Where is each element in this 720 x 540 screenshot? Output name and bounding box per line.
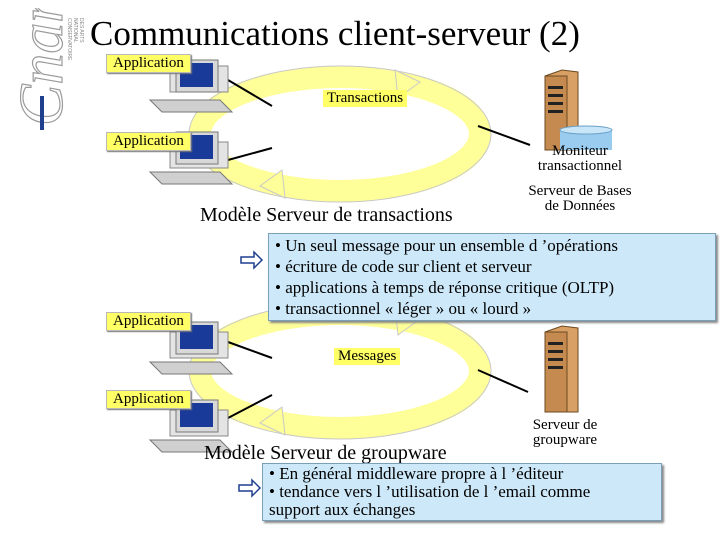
application-label-top: Application xyxy=(106,54,191,73)
bullet-item: • écriture de code sur client et serveur xyxy=(275,257,532,276)
database-icon xyxy=(559,125,613,150)
application-label-groupware-bottom: Application xyxy=(106,390,191,409)
middleware-label: Transactions xyxy=(323,90,408,107)
pointer-arrow-icon xyxy=(238,478,262,498)
middleware-label-groupware: Messages xyxy=(334,348,401,365)
bullet-item: • En général middleware propre à l ’édit… xyxy=(269,464,564,483)
server-label: Moniteur transactionnel xyxy=(537,143,623,174)
svg-text:CONSERVATOIRE: CONSERVATOIRE xyxy=(66,18,72,61)
server-icon-groupware xyxy=(544,325,579,413)
pointer-arrow-icon xyxy=(240,250,264,270)
bullet-item: • tendance vers l ’utilisation de l ’ema… xyxy=(269,482,591,501)
application-label-bottom: Application xyxy=(106,132,191,151)
database-label: Serveur de Bases de Données xyxy=(528,183,632,214)
model-title-groupware: Modèle Serveur de groupware xyxy=(204,442,447,464)
bullet-item: • Un seul message pour un ensemble d ’op… xyxy=(275,236,619,255)
page-title: Communications client-serveur (2) xyxy=(90,14,580,53)
svg-text:DES ARTS: DES ARTS xyxy=(78,18,84,43)
logo-text: Cnam xyxy=(8,8,76,126)
bullet-item: • transactionnel « léger » ou « lourd » xyxy=(275,299,532,318)
cnam-logo: Cnam CONSERVATOIRE NATIONAL DES ARTS xyxy=(4,8,84,133)
transactions-bullet-box: • Un seul message pour un ensemble d ’op… xyxy=(268,233,716,321)
groupware-server-label: Serveur de groupware xyxy=(532,417,598,448)
groupware-bullet-box: • En général middleware propre à l ’édit… xyxy=(262,463,662,521)
model-title-transactions: Modèle Serveur de transactions xyxy=(200,204,453,226)
svg-text:NATIONAL: NATIONAL xyxy=(72,18,78,43)
application-label-groupware-top: Application xyxy=(106,312,191,331)
bullet-item: support aux échanges xyxy=(269,500,416,519)
bullet-item: • applications à temps de réponse critiq… xyxy=(275,278,615,297)
